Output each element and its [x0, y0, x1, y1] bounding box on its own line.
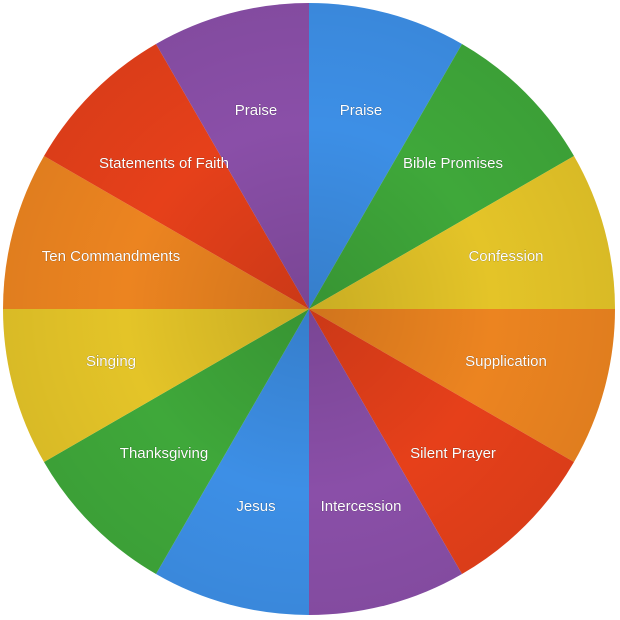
segment-label: Jesus	[236, 498, 275, 515]
segment-label: Statements of Faith	[99, 155, 229, 172]
segment-label: Silent Prayer	[410, 445, 496, 462]
segment-label: Intercession	[321, 498, 402, 515]
segment-label: Singing	[86, 353, 136, 370]
segment-label: Confession	[468, 248, 543, 265]
segment-label: Praise	[235, 102, 278, 119]
segment-label: Ten Commandments	[42, 248, 180, 265]
segment-label: Bible Promises	[403, 155, 503, 172]
segment-label: Thanksgiving	[120, 445, 208, 462]
segment-label: Supplication	[465, 353, 547, 370]
segment-label: Praise	[340, 102, 383, 119]
